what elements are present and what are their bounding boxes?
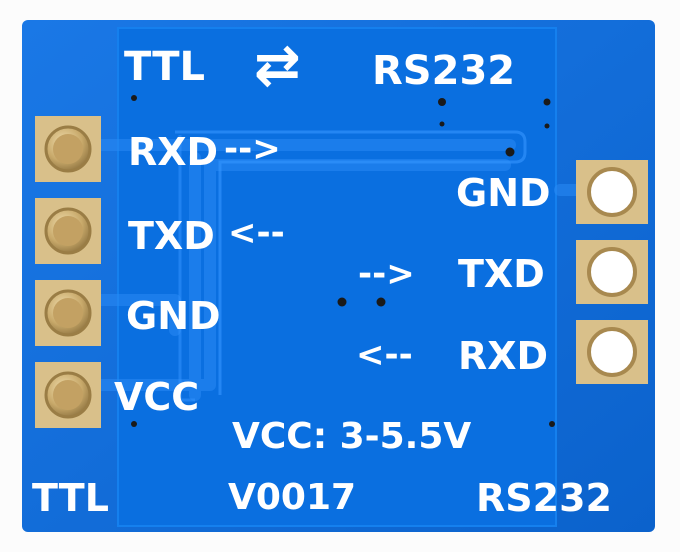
right-txd-arrow: --> — [358, 254, 415, 294]
right-pin-header — [576, 160, 648, 384]
bottom-ttl-label: TTL — [32, 476, 109, 520]
bottom-rs232-label: RS232 — [476, 476, 612, 520]
version-label: V0017 — [228, 477, 356, 518]
left-pin-txd: TXD — [128, 214, 215, 258]
inner-trace — [178, 135, 195, 402]
left-pin-rxd: RXD — [128, 130, 218, 174]
left-rxd-arrow: --> — [224, 129, 281, 169]
right-pin-gnd: GND — [456, 171, 551, 215]
vias — [131, 95, 555, 427]
right-pin-rxd: RXD — [458, 334, 548, 378]
left-pin-gnd: GND — [126, 294, 221, 338]
traces — [94, 139, 606, 401]
voltage-note: VCC: 3-5.5V — [232, 416, 471, 457]
top-ttl-label: TTL — [124, 44, 205, 90]
rxd-trace — [175, 130, 527, 395]
right-pin-txd: TXD — [458, 252, 545, 296]
pad-hole — [587, 327, 637, 377]
pad-hole — [587, 247, 637, 297]
left-pin-vcc: VCC — [114, 375, 199, 419]
left-txd-arrow: <-- — [228, 213, 285, 253]
direction-arrows-icon: ⇄ — [254, 33, 301, 98]
top-rs232-label: RS232 — [372, 48, 515, 94]
left-pin-header — [35, 116, 101, 428]
pad-hole — [587, 167, 637, 217]
right-rxd-arrow: <-- — [356, 335, 413, 375]
